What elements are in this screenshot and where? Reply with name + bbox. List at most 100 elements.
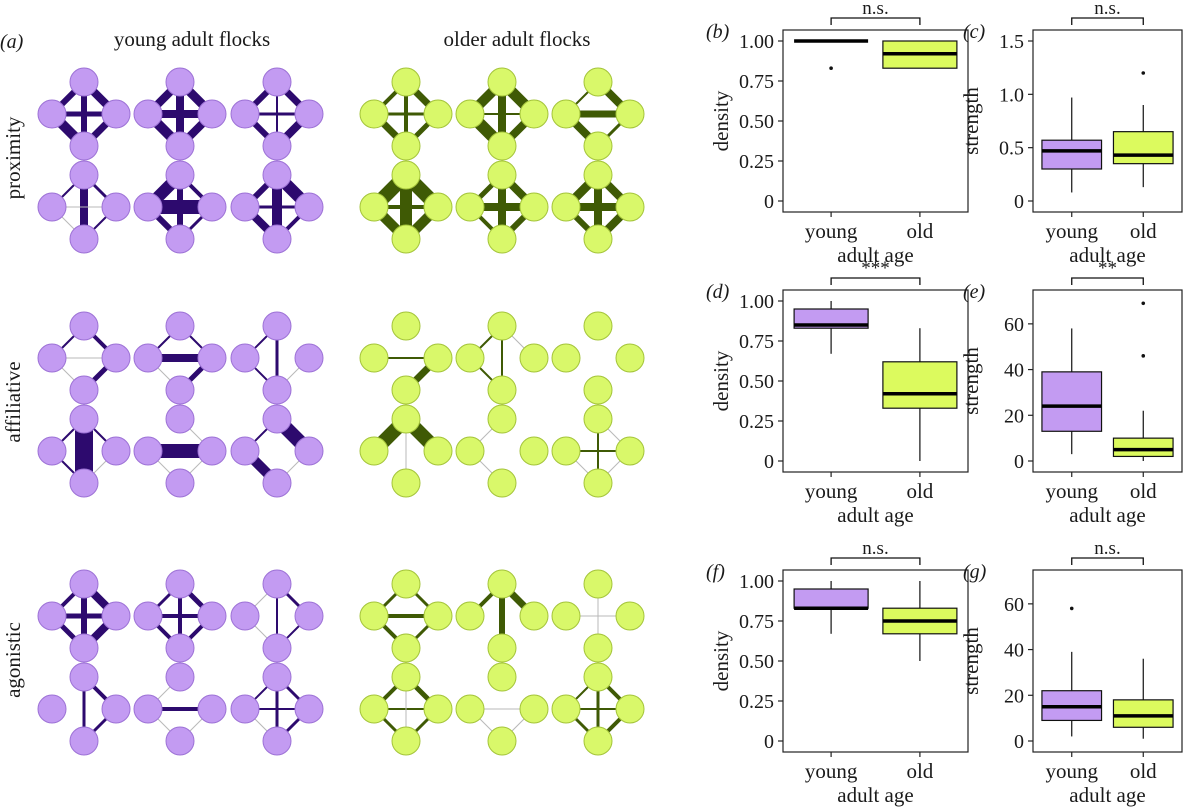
network-agonistic-9: [359, 662, 453, 756]
y-axis-title: density: [709, 90, 733, 151]
box-body: [882, 361, 958, 409]
network-node: [133, 343, 163, 373]
box-young: [1041, 97, 1103, 193]
x-tick-label: young: [805, 479, 858, 503]
y-tick-label: 0.25: [739, 151, 774, 173]
x-tick-label: old: [906, 479, 933, 503]
network-node: [101, 694, 131, 724]
network-node: [230, 694, 260, 724]
network-node: [391, 67, 421, 97]
network-node: [551, 99, 581, 129]
box-body: [1112, 699, 1174, 728]
network-node: [37, 192, 67, 222]
network-node: [294, 99, 324, 129]
network-node: [197, 192, 227, 222]
network-node: [583, 375, 613, 405]
network-agonistic-7: [133, 662, 227, 756]
network-proximity-11: [551, 160, 645, 254]
network-node: [551, 601, 581, 631]
significance-label: n.s.: [862, 538, 888, 559]
network-node: [133, 192, 163, 222]
network-agonistic-5: [551, 569, 645, 663]
network-affiliative-2: [230, 311, 324, 405]
box-body: [1041, 371, 1103, 432]
network-proximity-4: [455, 67, 549, 161]
y-axis-title: density: [709, 350, 733, 411]
network-node: [487, 569, 517, 599]
network-node: [69, 468, 99, 498]
network-node: [69, 131, 99, 161]
network-grid: [37, 67, 645, 756]
network-node: [615, 99, 645, 129]
network-node: [455, 99, 485, 129]
box-body: [1041, 139, 1103, 170]
significance-bracket: [1071, 277, 1144, 285]
network-node: [391, 726, 421, 756]
network-node: [37, 343, 67, 373]
network-node: [230, 99, 260, 129]
network-node: [37, 99, 67, 129]
box-old: [882, 328, 958, 461]
network-node: [391, 633, 421, 663]
network-node: [262, 404, 292, 434]
network-node: [69, 404, 99, 434]
network-node: [391, 468, 421, 498]
y-tick-label: 0: [1014, 191, 1024, 213]
network-node: [583, 404, 613, 434]
network-proximity-1: [133, 67, 227, 161]
network-node: [487, 131, 517, 161]
panel-label: (c): [963, 21, 986, 43]
panel-label: (d): [706, 281, 730, 303]
y-tick-label: 1.00: [739, 571, 774, 593]
x-tick-label: young: [805, 219, 858, 243]
network-node: [197, 99, 227, 129]
network-node: [101, 601, 131, 631]
x-tick-label: old: [1130, 759, 1157, 783]
network-agonistic-1: [133, 569, 227, 663]
box-old: [882, 40, 958, 69]
x-tick-label: young: [805, 759, 858, 783]
outlier-point: [829, 66, 833, 70]
network-node: [101, 99, 131, 129]
old-header: older adult flocks: [444, 27, 591, 51]
y-tick-label: 40: [1004, 360, 1024, 382]
x-axis-title: adult age: [1069, 243, 1145, 267]
network-node: [133, 436, 163, 466]
network-node: [391, 375, 421, 405]
significance-bracket: [830, 277, 921, 285]
y-tick-label: 0.5: [999, 138, 1024, 160]
panel-a-label: (a): [0, 31, 24, 53]
y-tick-label: 0: [1014, 451, 1024, 473]
network-node: [615, 694, 645, 724]
network-node: [69, 375, 99, 405]
significance-bracket: [830, 557, 921, 565]
network-node: [391, 569, 421, 599]
panel-label: (e): [963, 281, 986, 303]
y-tick-label: 1.00: [739, 31, 774, 53]
y-tick-label: 0: [764, 731, 774, 753]
y-tick-label: 60: [1004, 314, 1024, 336]
network-node: [615, 343, 645, 373]
x-tick-label: young: [1045, 219, 1098, 243]
network-node: [69, 726, 99, 756]
network-node: [230, 436, 260, 466]
network-node: [583, 569, 613, 599]
significance-label: n.s.: [862, 0, 888, 19]
network-agonistic-0: [37, 569, 131, 663]
network-node: [37, 436, 67, 466]
network-node: [455, 694, 485, 724]
network-agonistic-4: [455, 569, 549, 663]
box-young: [793, 581, 869, 634]
x-tick-label: old: [906, 759, 933, 783]
network-node: [391, 404, 421, 434]
y-tick-label: 0.50: [739, 651, 774, 673]
box-young: [794, 39, 869, 70]
y-tick-label: 1.5: [999, 31, 1024, 53]
box-young: [1041, 606, 1103, 737]
box-old: [882, 581, 958, 661]
box-young: [793, 301, 869, 354]
